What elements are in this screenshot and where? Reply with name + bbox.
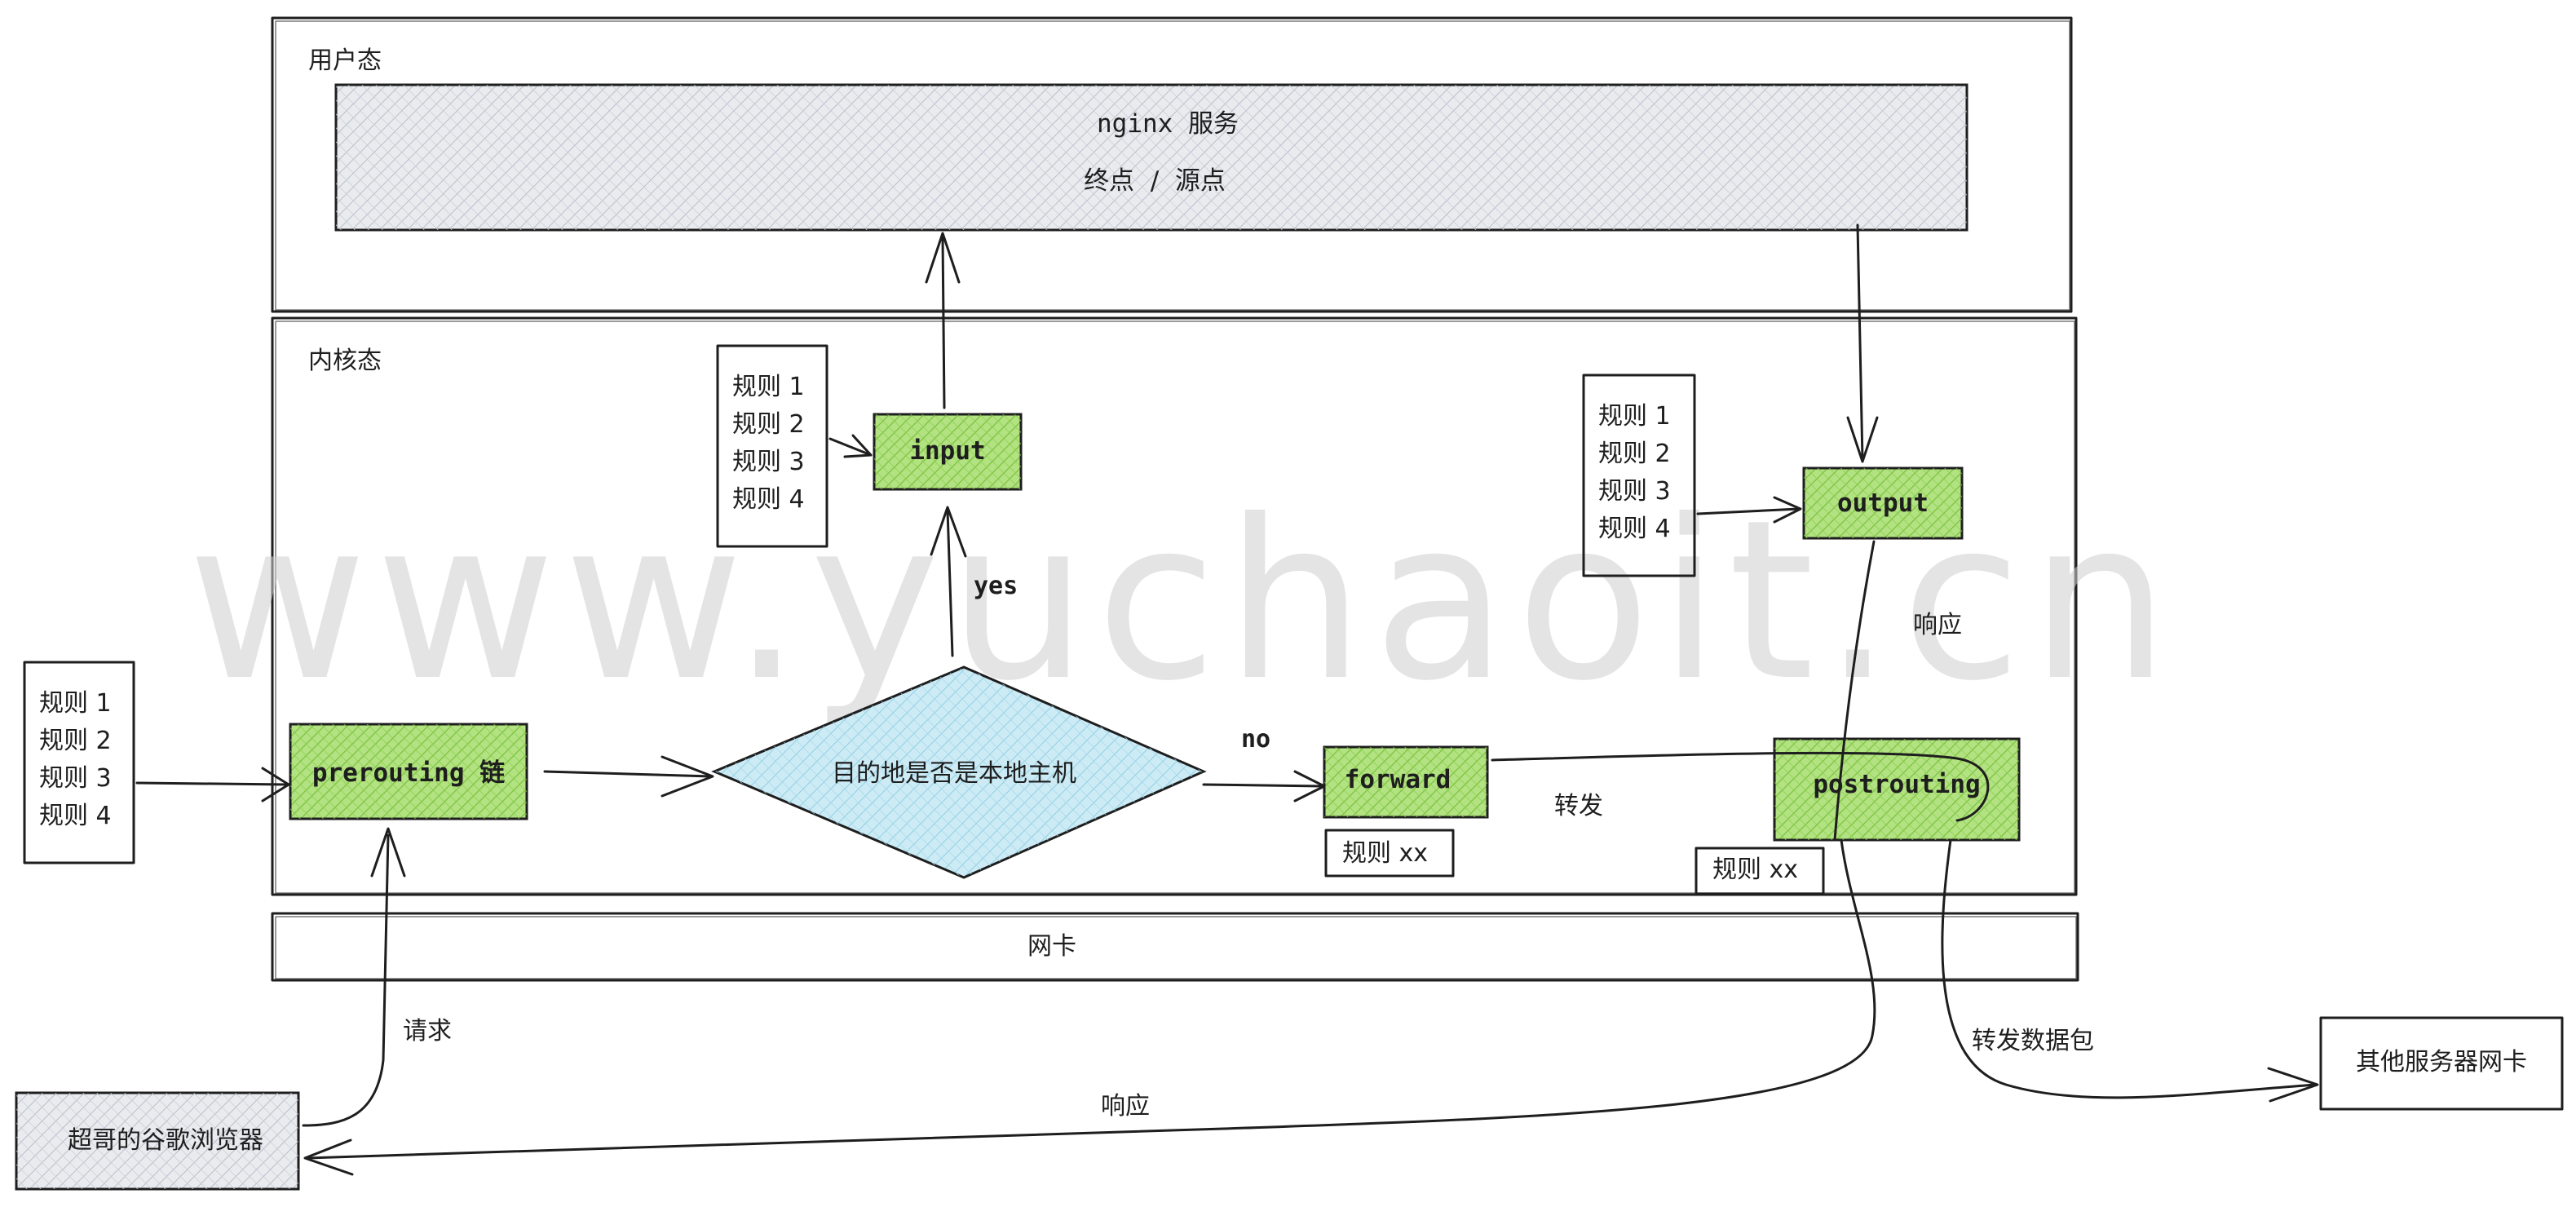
other-server-label: 其他服务器网卡 bbox=[2356, 1048, 2527, 1077]
arrow-browser-to-prerouting bbox=[302, 833, 390, 1127]
user-space-label: 用户态 bbox=[308, 46, 382, 75]
rule-xx-forward: 规则 xx bbox=[1324, 829, 1455, 878]
arrow-rules-to-prerouting bbox=[135, 781, 289, 786]
rule-list-prerouting: 规则 1 规则 2 规则 3 规则 4 bbox=[23, 661, 135, 864]
arrow-rules-to-input bbox=[828, 437, 873, 457]
rule-item: 规则 4 bbox=[39, 802, 112, 830]
arrow-output-to-postrouting bbox=[1833, 540, 1876, 842]
prerouting-label: prerouting 链 bbox=[312, 758, 505, 788]
rule-list-input: 规则 1 规则 2 规则 3 规则 4 bbox=[716, 344, 828, 548]
edge-label-yes: yes bbox=[974, 572, 1018, 600]
nic-label: 网卡 bbox=[1027, 932, 1076, 961]
arrow-forward-to-postrouting bbox=[1491, 751, 1990, 822]
edge-label-no: no bbox=[1241, 725, 1270, 754]
forward-chain: forward bbox=[1323, 745, 1489, 819]
browser-box: 超哥的谷歌浏览器 bbox=[15, 1091, 300, 1191]
input-label: input bbox=[909, 436, 985, 466]
rule-xx-postrouting: 规则 xx bbox=[1695, 847, 1825, 895]
rule-item: 规则 3 bbox=[39, 764, 112, 793]
arrow-rules-to-output bbox=[1696, 507, 1801, 515]
edge-label-forward: 转发 bbox=[1554, 792, 1603, 820]
rule-xx-label: 规则 xx bbox=[1342, 839, 1428, 868]
prerouting-chain: prerouting 链 bbox=[289, 723, 528, 820]
rule-item: 规则 3 bbox=[732, 448, 805, 476]
output-label: output bbox=[1837, 489, 1929, 518]
rule-item: 规则 2 bbox=[1598, 440, 1671, 468]
input-chain: input bbox=[873, 413, 1023, 491]
rule-item: 规则 1 bbox=[732, 373, 805, 401]
rule-item: 规则 2 bbox=[732, 410, 805, 439]
browser-label: 超哥的谷歌浏览器 bbox=[68, 1126, 263, 1155]
rule-item: 规则 2 bbox=[39, 727, 112, 755]
connectors bbox=[135, 223, 2319, 1176]
nginx-title: nginx 服务 bbox=[1097, 109, 1239, 139]
output-chain: output bbox=[1802, 466, 1964, 540]
rule-item: 规则 3 bbox=[1598, 477, 1671, 506]
arrow-decision-to-forward bbox=[1202, 783, 1324, 788]
arrow-postrouting-to-browser bbox=[305, 838, 1876, 1160]
nginx-service-box: nginx 服务 终点 / 源点 bbox=[334, 83, 1968, 232]
arrow-postrouting-to-other-server bbox=[1941, 838, 2318, 1099]
nic-zone: 网卡 bbox=[271, 912, 2079, 982]
edge-label-response-bottom: 响应 bbox=[1101, 1092, 1150, 1121]
rule-item: 规则 1 bbox=[39, 689, 112, 718]
decision-diamond: 目的地是否是本地主机 bbox=[711, 665, 1207, 879]
arrow-prerouting-to-decision bbox=[543, 770, 713, 778]
arrow-input-to-nginx bbox=[941, 235, 946, 409]
edge-label-forward-packet: 转发数据包 bbox=[1972, 1027, 2094, 1055]
forward-label: forward bbox=[1345, 765, 1451, 794]
edge-label-response-top: 响应 bbox=[1913, 611, 1962, 639]
user-space-zone: 用户态 bbox=[271, 16, 2073, 313]
kernel-space-label: 内核态 bbox=[308, 347, 382, 375]
rule-xx-label: 规则 xx bbox=[1712, 856, 1798, 884]
decision-label: 目的地是否是本地主机 bbox=[832, 759, 1076, 788]
rule-item: 规则 1 bbox=[1598, 402, 1671, 431]
edge-label-request: 请求 bbox=[403, 1017, 452, 1046]
postrouting-chain: postrouting bbox=[1773, 737, 2021, 842]
rule-list-output: 规则 1 规则 2 规则 3 规则 4 bbox=[1582, 374, 1696, 577]
kernel-space-zone: 内核态 bbox=[271, 316, 2078, 896]
rule-item: 规则 4 bbox=[1598, 515, 1671, 543]
arrow-nginx-to-output bbox=[1856, 223, 1864, 462]
other-server-box: 其他服务器网卡 bbox=[2319, 1016, 2564, 1111]
arrow-decision-to-input bbox=[946, 509, 954, 657]
rule-item: 规则 4 bbox=[732, 485, 805, 514]
nginx-subtitle: 终点 / 源点 bbox=[1084, 166, 1226, 196]
